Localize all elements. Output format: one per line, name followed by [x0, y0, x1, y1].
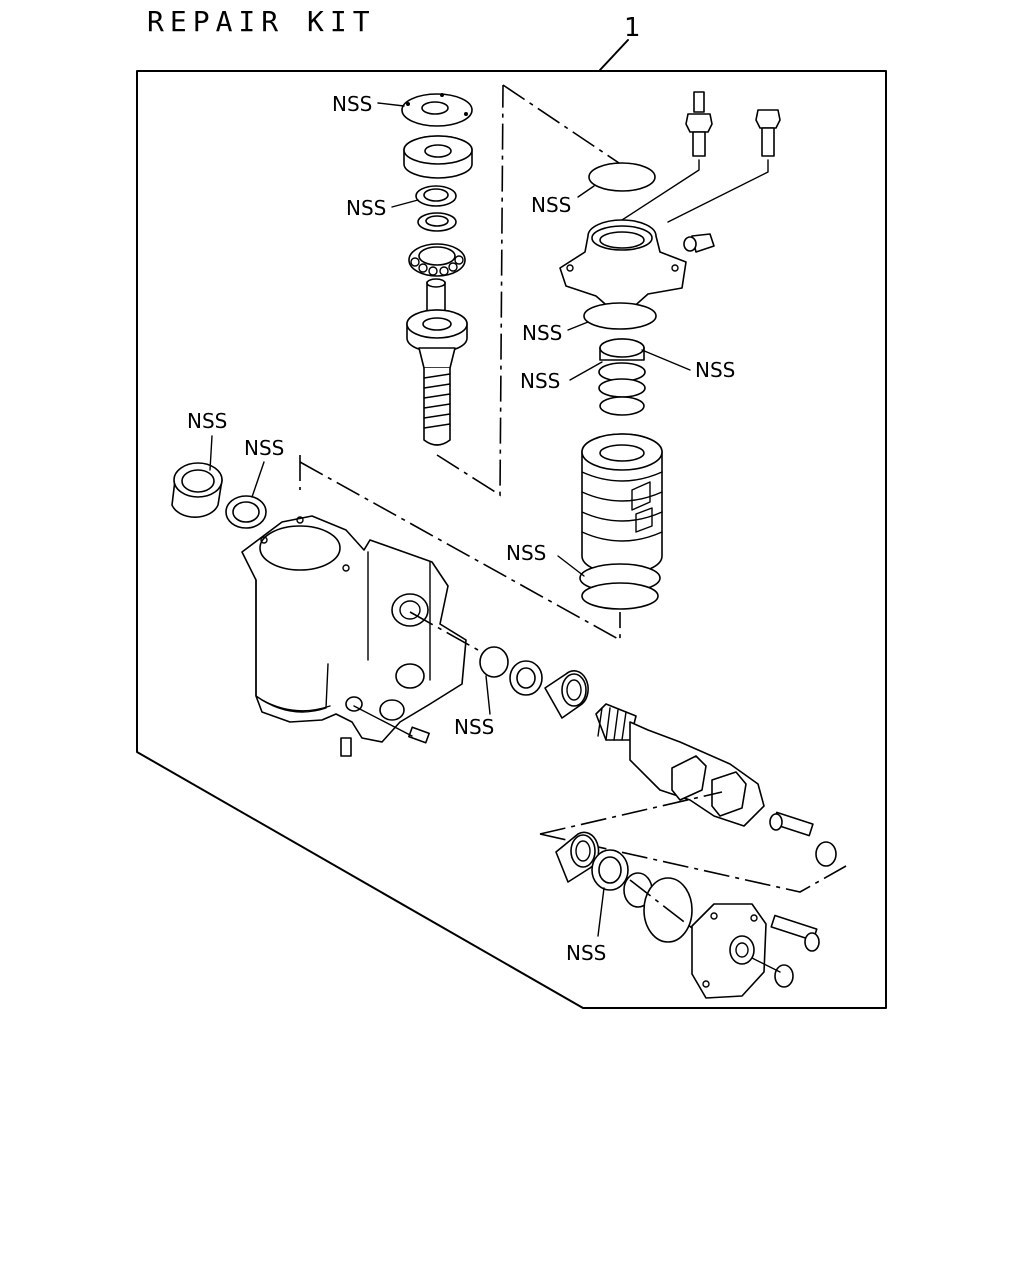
o-ring-top [588, 162, 656, 192]
nss-leader-oil-seal [391, 199, 419, 208]
sector-seal-ring-1 [479, 646, 509, 678]
leader-bolt-left [621, 159, 700, 221]
o-ring-housing [583, 302, 657, 330]
lower-screw [340, 737, 352, 757]
callout-leader [599, 39, 629, 71]
nss-label-seal-stack-right: NSS [695, 358, 735, 382]
nss-label-ring-seal: NSS [244, 436, 284, 460]
nss-leader-o-ring-top [577, 185, 595, 198]
lower-seal-1 [591, 849, 629, 891]
bearing-race [417, 212, 457, 232]
ring-seal [225, 495, 267, 529]
needle-bearing-lower [555, 831, 600, 883]
nss-label-cylinder-seal: NSS [187, 409, 227, 433]
nss-leader-cylinder-seal [209, 435, 213, 471]
cover-lock-nut [774, 964, 794, 988]
nss-label-sector-seals: NSS [454, 715, 494, 739]
nss-leader-o-ring-housing [567, 321, 589, 331]
cylinder-seal [171, 462, 223, 518]
gear-housing-assembly [171, 462, 479, 757]
valve-housing-assembly [559, 91, 781, 610]
side-cover [691, 903, 767, 999]
lock-nut-right [815, 841, 837, 867]
leader-bleed-screw [353, 705, 413, 737]
axis-line-main [299, 461, 621, 642]
nss-label-o-ring-housing: NSS [522, 321, 562, 345]
sector-shaft-assembly [479, 646, 837, 867]
valve-housing [559, 219, 687, 311]
kit-boundary [136, 70, 887, 1009]
nss-leader-cover-plate [377, 102, 405, 107]
seal-ring-stack [598, 338, 646, 416]
bleeder-bolt-right [755, 109, 781, 157]
nss-label-o-ring-top: NSS [531, 193, 571, 217]
nss-labels: NSS NSS NSS NSS NSS NSS NSS NSS NSS NSS … [187, 92, 735, 965]
leader-nut [751, 957, 781, 973]
nss-leader-seal-stack-left [569, 361, 603, 381]
sector-seal-2 [509, 660, 543, 696]
leader-bolt-right [667, 159, 769, 223]
bleed-screw [408, 726, 430, 744]
lower-frame-top [539, 791, 723, 835]
nss-leader-sector-seals [485, 675, 491, 715]
housing-plug [683, 233, 715, 253]
nss-label-cover-plate: NSS [332, 92, 372, 116]
side-cover-assembly [555, 831, 820, 999]
gear-housing [241, 515, 467, 743]
axis-line-worm [436, 84, 504, 497]
nss-label-lower-seals: NSS [566, 941, 606, 965]
bleeder-bolt-left [685, 91, 713, 157]
axis-line-cover [629, 879, 693, 929]
sector-shaft [595, 703, 765, 827]
axis-line-sector [409, 611, 479, 651]
sleeve-seal-ring-lower [581, 582, 659, 610]
cover-plate [401, 93, 473, 127]
nss-leader-lower-seals [597, 887, 605, 937]
ball-bearing [408, 243, 466, 277]
worm-shaft [406, 278, 468, 446]
oil-seal-upper [415, 185, 457, 207]
valve-sleeve [581, 433, 663, 575]
nss-leader-seal-stack-right [641, 349, 691, 371]
adjuster-plate [403, 135, 473, 179]
nss-leader-sleeve-seals [557, 555, 585, 577]
callout-number: 1 [624, 13, 641, 43]
adjust-screw [769, 811, 814, 837]
axis-line-oring [502, 84, 623, 166]
nss-label-seal-stack-left: NSS [520, 369, 560, 393]
cover-bolt [770, 914, 820, 952]
nss-label-sleeve-seals: NSS [506, 541, 546, 565]
lower-frame-bottom [539, 833, 847, 893]
nss-label-oil-seal: NSS [346, 196, 386, 220]
diagram-title: REPAIR KIT [147, 5, 376, 38]
worm-shaft-assembly [401, 93, 473, 446]
nss-leader-ring-seal [251, 461, 265, 498]
needle-bearing-upper [544, 670, 589, 719]
